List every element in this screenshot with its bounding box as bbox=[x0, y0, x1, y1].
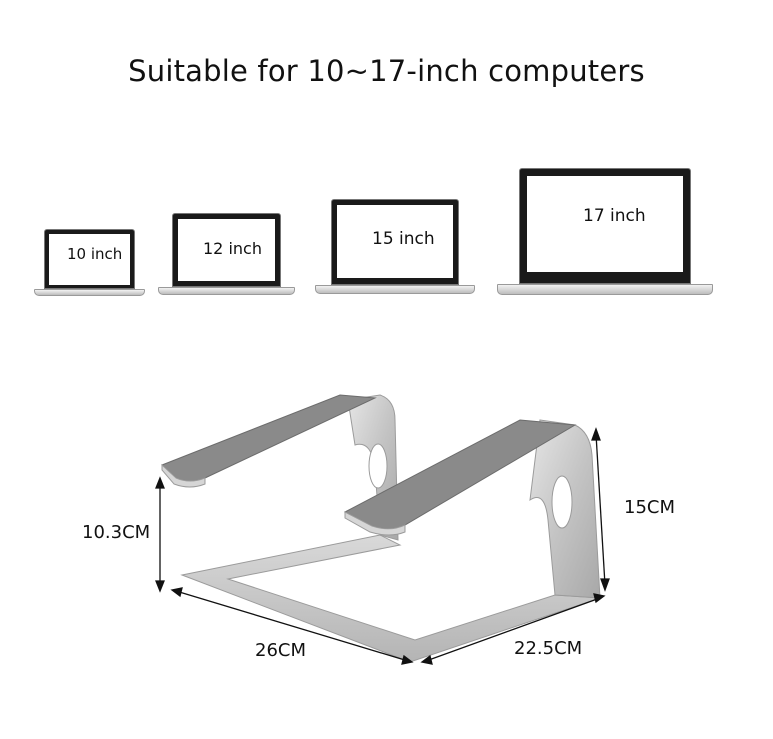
laptop-label: 10 inch bbox=[67, 245, 123, 263]
laptop-label: 12 inch bbox=[203, 239, 262, 258]
stand-left-pad bbox=[161, 394, 377, 482]
stand-base bbox=[180, 534, 601, 663]
laptop-label: 15 inch bbox=[372, 229, 435, 249]
dimension-width-label: 22.5CM bbox=[514, 638, 583, 659]
laptop-10-inch: 10 inch bbox=[34, 229, 145, 297]
dimension-length-label: 26CM bbox=[255, 640, 307, 661]
dimension-depth-label: 15CM bbox=[624, 497, 676, 518]
laptop-15-inch: 15 inch bbox=[315, 199, 475, 297]
dimension-arrows bbox=[155, 427, 610, 665]
dimension-height-label: 10.3CM bbox=[82, 522, 151, 543]
laptop-12-inch: 12 inch bbox=[158, 213, 295, 297]
laptop-17-inch: 17 inch bbox=[497, 168, 713, 298]
page-title: Suitable for 10~17-inch computers bbox=[128, 54, 645, 88]
laptop-label: 17 inch bbox=[583, 206, 646, 226]
